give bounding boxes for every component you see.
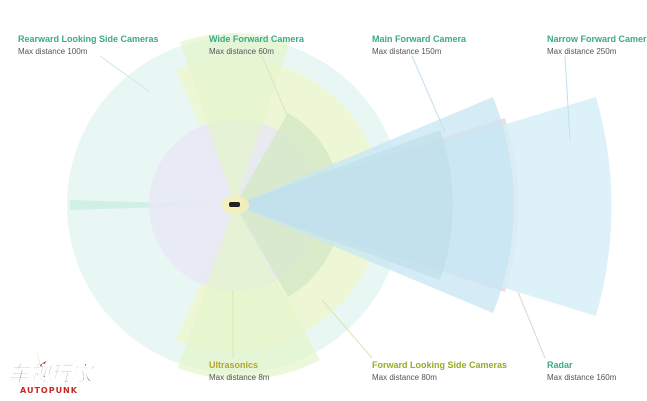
label-radar-distance: Max distance 160m — [547, 373, 617, 382]
label-forward-side-cameras-name: Forward Looking Side Cameras — [372, 360, 508, 370]
label-radar: Radar Max distance 160m — [547, 360, 616, 383]
label-wide-camera-name: Wide Forward Camera — [209, 34, 304, 44]
label-rearward-cameras: Rearward Looking Side Cameras Max distan… — [18, 34, 159, 57]
label-narrow-camera: Narrow Forward Camera Max distance 250m — [547, 34, 647, 57]
leader-wide — [261, 55, 289, 119]
label-main-camera-distance: Max distance 150m — [372, 47, 442, 56]
label-forward-side-cameras-distance: Max distance 80m — [372, 373, 437, 382]
label-ultrasonics-distance: Max distance 8m — [209, 373, 270, 382]
label-ultrasonics-name: Ultrasonics — [209, 360, 259, 370]
label-main-camera-name: Main Forward Camera — [372, 34, 467, 44]
leader-main — [411, 55, 446, 133]
forward-side-camera-wedge-upper — [180, 32, 290, 205]
forward-side-camera-wedge-lower — [178, 205, 320, 380]
autopunk-logo-icon: 车视玩家 AUTOPUNK — [8, 347, 95, 395]
label-wide-camera-distance: Max distance 60m — [209, 47, 274, 56]
main-camera-core — [235, 130, 453, 280]
label-narrow-camera-distance: Max distance 250m — [547, 47, 617, 56]
leader-narrow — [564, 55, 571, 141]
label-radar-name: Radar — [547, 360, 573, 370]
label-rearward-cameras-name: Rearward Looking Side Cameras — [18, 34, 159, 44]
logo-english-text: AUTOPUNK — [20, 386, 78, 395]
label-rearward-cameras-distance: Max distance 100m — [18, 47, 88, 56]
car-icon — [229, 202, 240, 207]
label-main-camera: Main Forward Camera Max distance 150m — [372, 34, 466, 57]
label-narrow-camera-name: Narrow Forward Camera — [547, 34, 647, 44]
label-ultrasonics: Ultrasonics Max distance 8m — [209, 360, 269, 383]
label-forward-side-cameras: Forward Looking Side Cameras Max distanc… — [372, 360, 507, 383]
leader-radar — [517, 291, 546, 359]
logo-chinese-text: 车视玩家 — [8, 362, 95, 386]
label-wide-camera: Wide Forward Camera Max distance 60m — [209, 34, 304, 57]
logo-spike-mark — [36, 347, 46, 373]
leader-rearward — [99, 55, 151, 93]
leader-forward-side — [321, 299, 373, 359]
